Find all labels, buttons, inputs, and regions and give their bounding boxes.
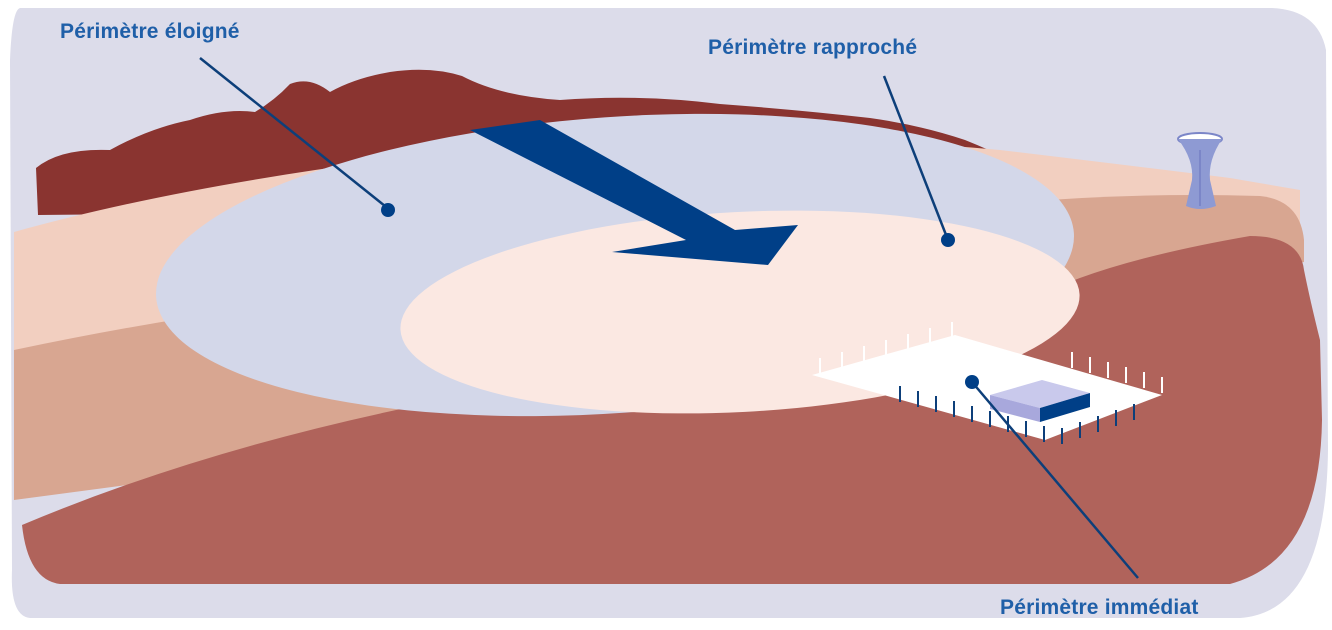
label-perimetre-eloigne: Périmètre éloigné <box>60 20 240 44</box>
marker-far <box>381 203 395 217</box>
label-perimetre-rapproche: Périmètre rapproché <box>708 36 917 60</box>
label-perimetre-immediat: Périmètre immédiat <box>1000 596 1199 620</box>
marker-immediate <box>965 375 979 389</box>
marker-near <box>941 233 955 247</box>
